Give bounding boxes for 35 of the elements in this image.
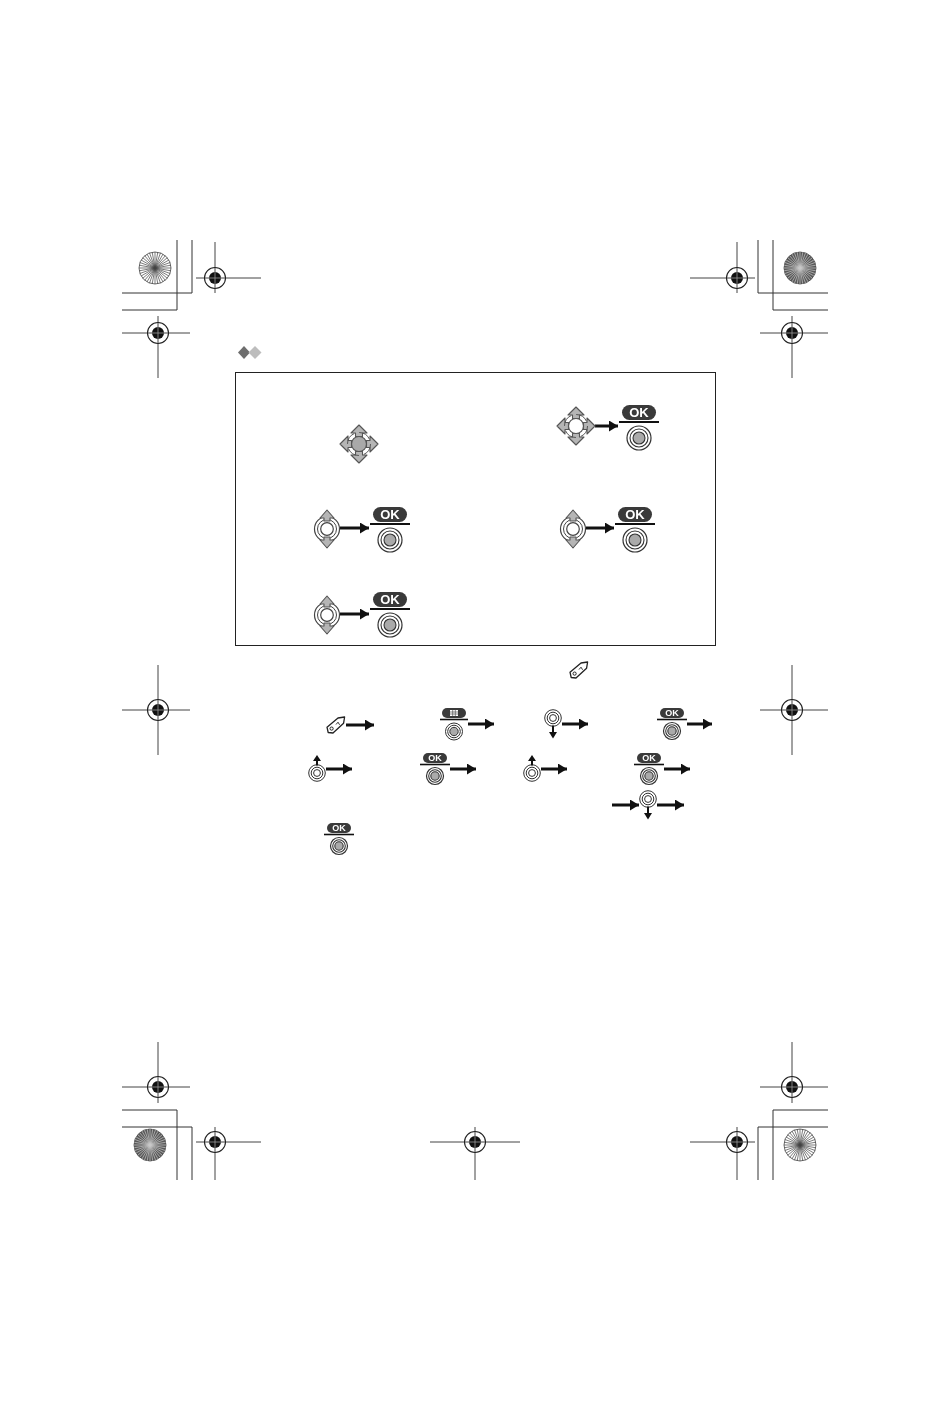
arrow	[664, 763, 690, 775]
arrow	[346, 719, 374, 731]
up-down-key-icon	[313, 509, 341, 549]
up-down-key-icon	[559, 509, 587, 549]
arrow	[541, 763, 567, 775]
key-label: OK	[637, 753, 661, 763]
bordered-panel	[235, 372, 716, 646]
scroll-down-key-icon	[639, 790, 657, 820]
arrow	[468, 718, 494, 730]
key-label: OK	[327, 823, 351, 833]
arrow	[612, 799, 639, 811]
up-down-key-icon	[313, 595, 341, 635]
arrow	[562, 718, 588, 730]
key-label: OK	[622, 405, 656, 420]
arrow	[687, 718, 712, 730]
scroll-up-key-icon	[308, 755, 326, 782]
scroll-up-key-icon	[523, 755, 541, 782]
key-label: OK	[373, 507, 407, 522]
arrow	[450, 763, 476, 775]
tag-key-icon	[326, 716, 346, 734]
four-way-key-icon	[339, 424, 379, 464]
key-label: OK	[660, 708, 684, 718]
arrow	[657, 799, 684, 811]
four-way-key-icon	[556, 406, 596, 446]
arrow	[340, 522, 369, 534]
key-label: OK	[373, 592, 407, 607]
scroll-down-key-icon	[544, 709, 562, 739]
arrow	[595, 420, 618, 432]
tag-key-icon	[569, 661, 589, 679]
arrow	[326, 763, 352, 775]
arrow	[340, 608, 369, 620]
menu-key-icon	[440, 708, 468, 741]
key-label: OK	[423, 753, 447, 763]
arrow	[586, 522, 614, 534]
key-label: OK	[618, 507, 652, 522]
